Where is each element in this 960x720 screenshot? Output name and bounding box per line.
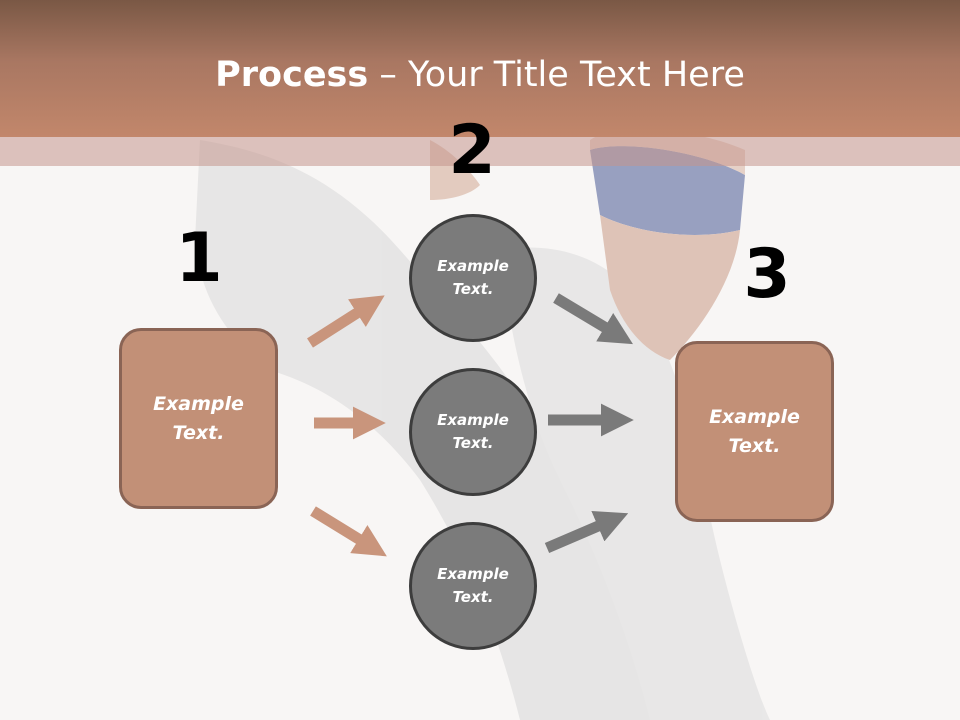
left-box-line2: Text. [172, 421, 225, 444]
step-number-2: 2 [448, 111, 496, 190]
arrow-left-to-top [307, 295, 385, 348]
step-number-1: 1 [175, 219, 223, 298]
step-number-3: 3 [743, 235, 791, 314]
circle-top-line2: Text. [452, 280, 494, 298]
circle-bottom-line1: Example [437, 565, 509, 583]
arrow-top-to-right [553, 293, 633, 345]
arrow-bottom-to-right [544, 511, 629, 554]
circle-bottom-line2: Text. [452, 588, 494, 606]
right-box-line2: Text. [728, 434, 781, 457]
left-box-line1: Example [153, 392, 244, 415]
title-bold: Process [215, 55, 369, 95]
right-box-line1: Example [709, 405, 800, 428]
circle-top-line1: Example [437, 257, 509, 275]
circle-middle-line2: Text. [452, 434, 494, 452]
circle-middle-line1: Example [437, 411, 509, 429]
title-rest: – Your Title Text Here [368, 55, 745, 95]
title-bar-band [0, 137, 960, 166]
title-bar [0, 0, 960, 137]
slide-title: Process – Your Title Text Here [0, 52, 960, 98]
arrow-left-to-bottom [310, 506, 387, 557]
